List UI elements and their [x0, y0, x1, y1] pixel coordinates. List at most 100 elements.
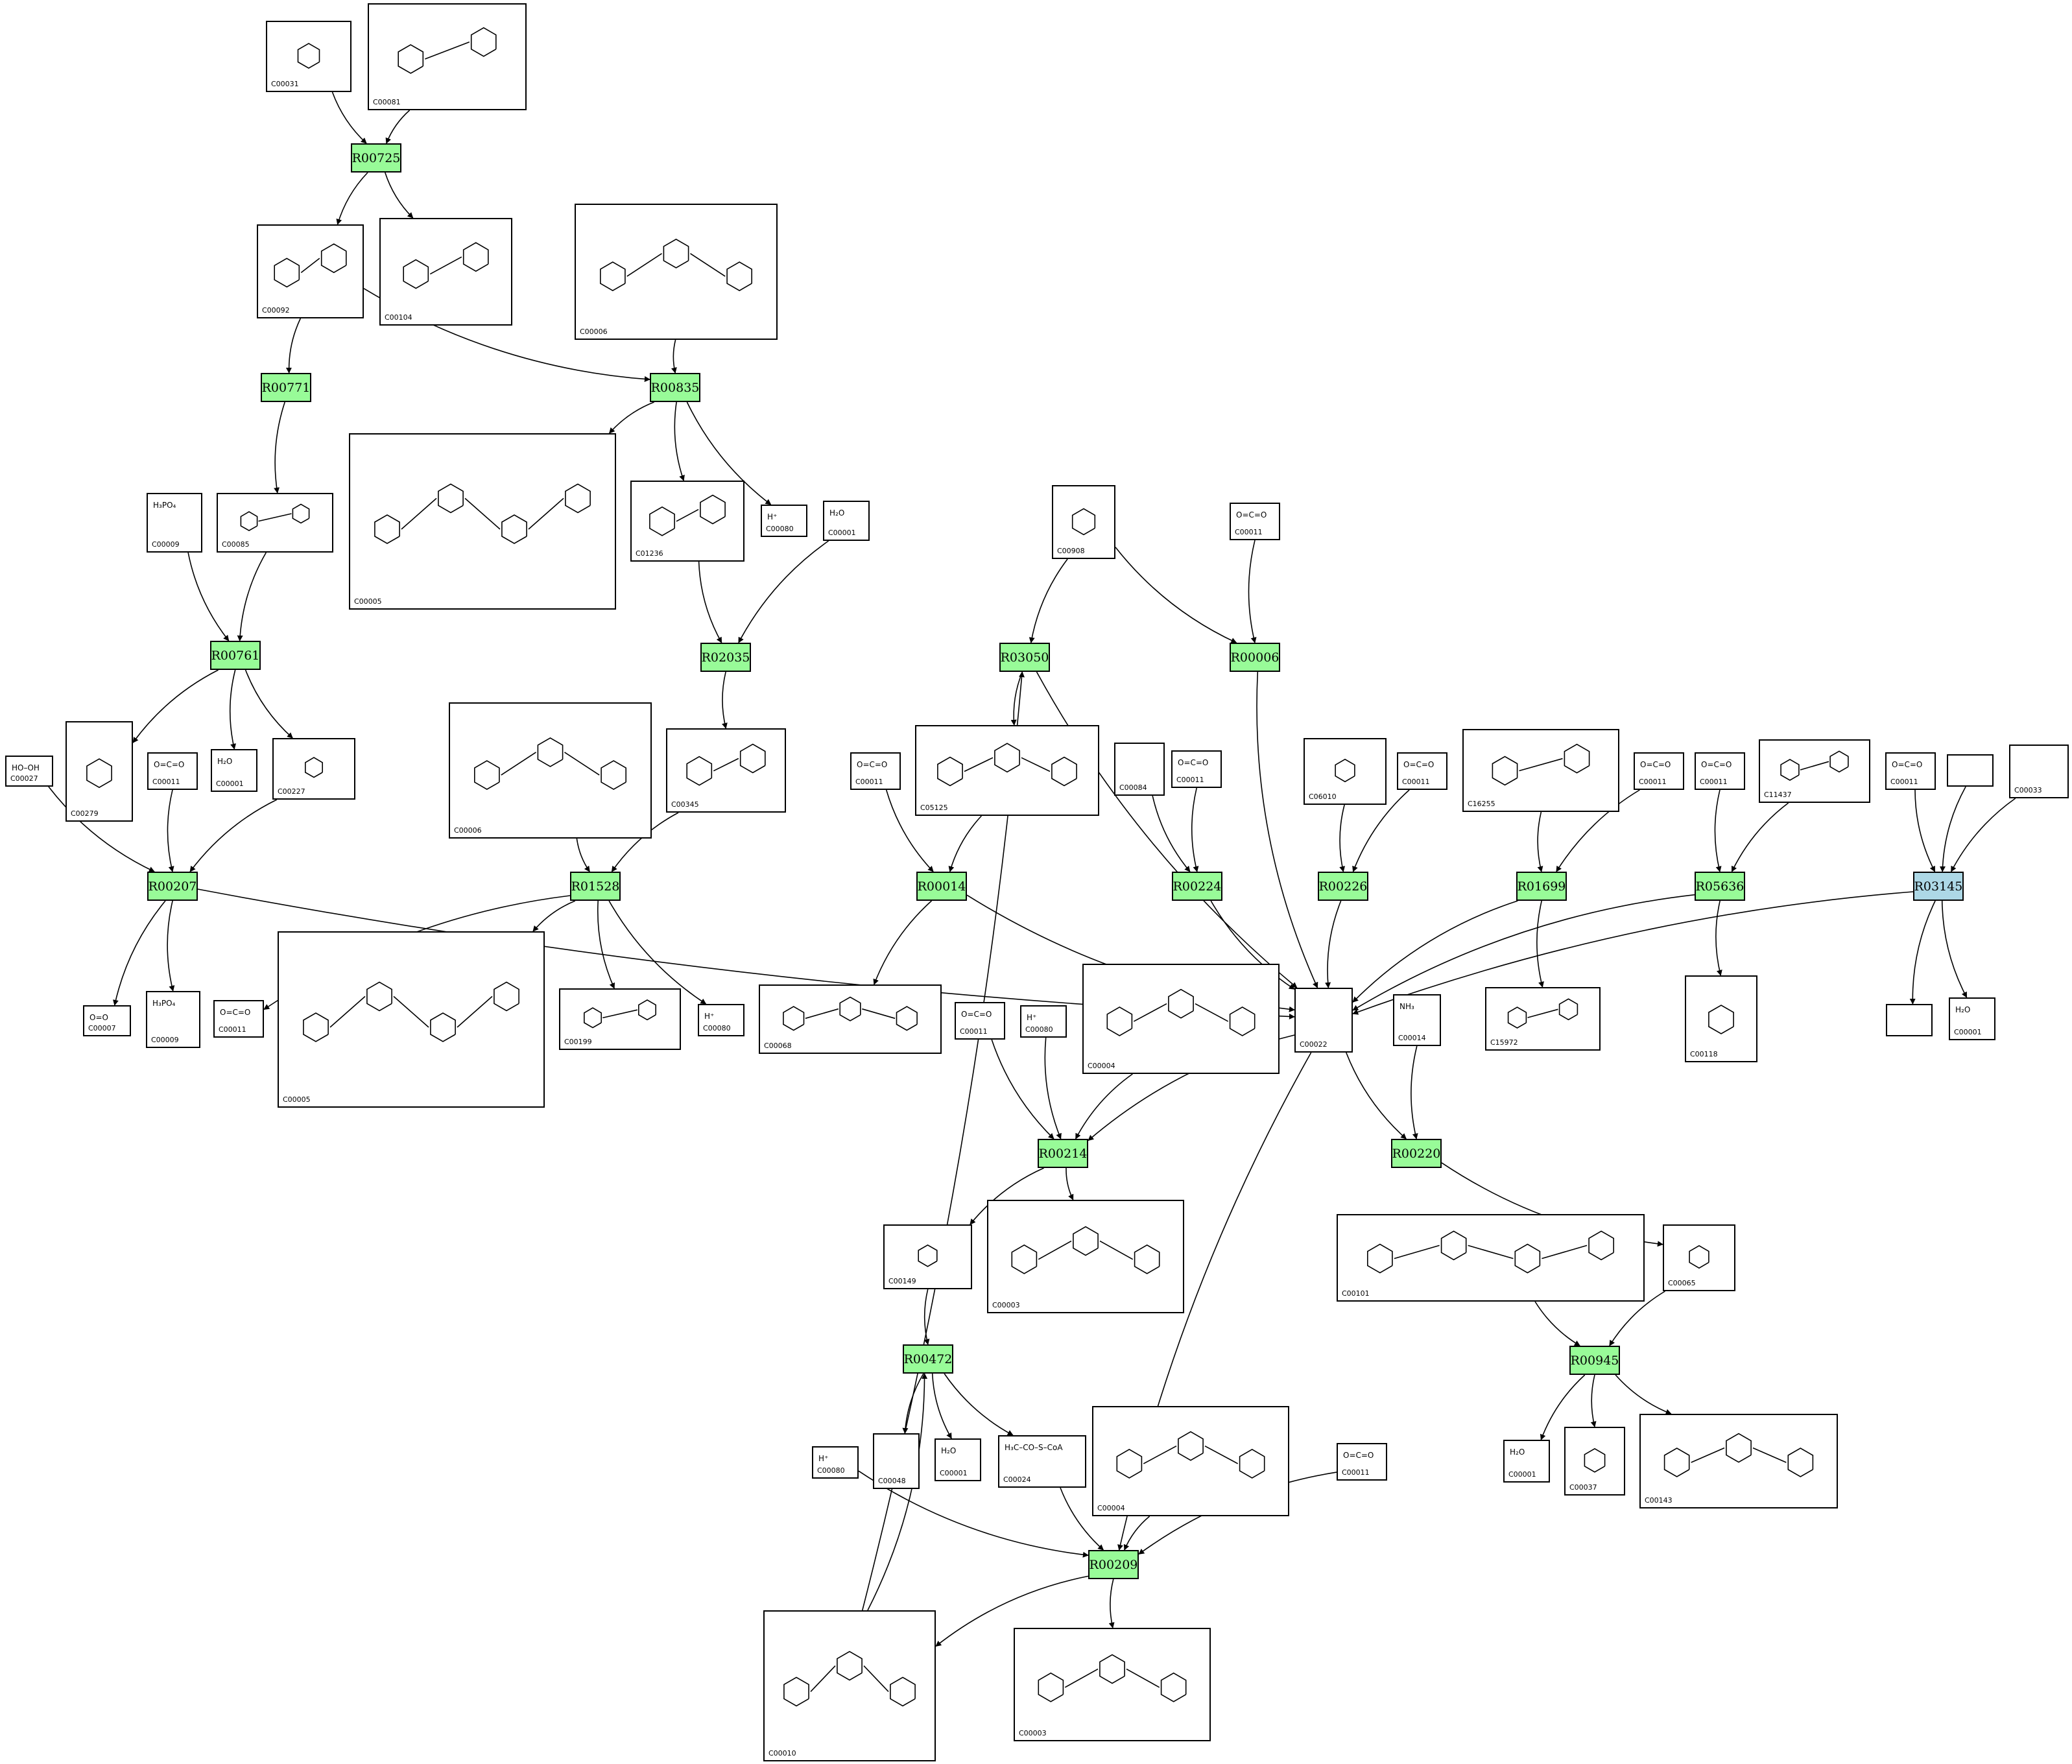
compound-node[interactable]: C00010	[763, 1610, 936, 1761]
reaction-node[interactable]: R00209	[1088, 1550, 1139, 1579]
reaction-node[interactable]: R01699	[1516, 872, 1567, 901]
compound-id: C00027	[10, 774, 38, 783]
reaction-node[interactable]: R02035	[700, 643, 751, 672]
compound-node[interactable]: C00006	[449, 702, 652, 839]
compound-node[interactable]: H⁺C00080	[812, 1446, 859, 1479]
compound-node[interactable]: C00345	[666, 728, 786, 813]
compound-id: C00011	[1235, 528, 1263, 536]
compound-node[interactable]: C11437	[1759, 739, 1870, 803]
compound-node[interactable]: C00279	[65, 721, 133, 822]
reaction-label: R02035	[701, 650, 750, 665]
structure-drawing	[1116, 1431, 1265, 1479]
compound-node[interactable]: H⁺C00080	[1020, 1005, 1067, 1038]
compound-node[interactable]: C00037	[1564, 1427, 1625, 1496]
reaction-node[interactable]: R00945	[1569, 1346, 1620, 1375]
edge-arrow	[671, 339, 677, 374]
reaction-node[interactable]: R00006	[1230, 643, 1280, 672]
reaction-node[interactable]: R00761	[210, 641, 261, 670]
compound-node[interactable]	[1947, 754, 1994, 787]
compound-node[interactable]: C00084	[1114, 743, 1165, 796]
reaction-node[interactable]: R00224	[1172, 872, 1222, 901]
reaction-node[interactable]: R00220	[1391, 1139, 1442, 1168]
reaction-node[interactable]: R03145	[1913, 872, 1964, 901]
compound-node[interactable]: C00149	[883, 1224, 972, 1289]
compound-id: C00011	[152, 778, 180, 786]
reaction-node[interactable]: R00472	[903, 1344, 953, 1374]
compound-node[interactable]: C00006	[575, 204, 778, 340]
compound-node[interactable]: C00003	[987, 1200, 1184, 1313]
compound-node[interactable]: C00031	[266, 21, 351, 92]
structure-drawing	[918, 1244, 938, 1267]
reaction-node[interactable]: R05636	[1695, 872, 1745, 901]
compound-node[interactable]	[1886, 1004, 1933, 1036]
compound-node[interactable]: C16255	[1462, 729, 1619, 812]
reaction-node[interactable]: R00014	[916, 872, 967, 901]
compound-node[interactable]: C00118	[1685, 975, 1757, 1062]
compound-node[interactable]: C00104	[379, 218, 512, 326]
reaction-label: R01699	[1517, 879, 1566, 894]
reaction-node[interactable]: R01528	[570, 872, 621, 901]
reaction-node[interactable]: R00207	[147, 872, 198, 901]
compound-node[interactable]: C00004	[1082, 964, 1280, 1074]
compound-node[interactable]: C06010	[1304, 738, 1387, 805]
structure-drawing	[937, 743, 1077, 787]
compound-node[interactable]: H⁺C00080	[698, 1004, 744, 1036]
compound-node[interactable]: C05125	[915, 725, 1099, 816]
edge-arrow	[1540, 1374, 1586, 1440]
compound-node[interactable]: H⁺C00080	[761, 505, 807, 537]
compound-node[interactable]: C00143	[1639, 1414, 1838, 1508]
edge-arrow	[1352, 900, 1518, 1003]
compound-node[interactable]: C00081	[368, 3, 527, 110]
reaction-node[interactable]: R00214	[1038, 1139, 1088, 1168]
reaction-node[interactable]: R00771	[261, 373, 311, 402]
reaction-node[interactable]: R00226	[1318, 872, 1368, 901]
compound-node[interactable]: C00908	[1052, 485, 1115, 559]
edge-arrow	[609, 401, 654, 434]
reaction-node[interactable]: R00725	[351, 143, 401, 173]
reaction-node[interactable]: R00835	[650, 373, 700, 402]
compound-node[interactable]: C15972	[1485, 987, 1601, 1051]
structure-drawing	[1689, 1245, 1709, 1269]
compound-node[interactable]: C00068	[759, 984, 942, 1054]
compound-node[interactable]: C00048	[873, 1433, 920, 1489]
compound-node[interactable]: C00005	[349, 433, 616, 610]
compound-node[interactable]: C00085	[217, 493, 333, 553]
compound-node[interactable]: C00005	[278, 931, 545, 1108]
compound-node[interactable]: C00033	[2009, 745, 2069, 798]
edge-arrow	[1060, 1487, 1104, 1551]
compound-node[interactable]: C00199	[559, 988, 681, 1050]
compound-node[interactable]: C00227	[272, 738, 355, 800]
compound-node[interactable]: C00022	[1294, 988, 1353, 1053]
edge-arrow	[1115, 547, 1237, 643]
compound-node[interactable]: C00004	[1092, 1406, 1289, 1516]
compound-node[interactable]: C00101	[1337, 1214, 1645, 1302]
compound-node[interactable]: C01236	[630, 481, 744, 562]
compound-node[interactable]: C00065	[1663, 1224, 1735, 1291]
compound-node[interactable]: C00003	[1014, 1628, 1211, 1741]
reaction-node[interactable]: R03050	[999, 643, 1050, 672]
compound-node[interactable]: C00092	[257, 224, 364, 318]
structure-drawing	[474, 737, 626, 791]
